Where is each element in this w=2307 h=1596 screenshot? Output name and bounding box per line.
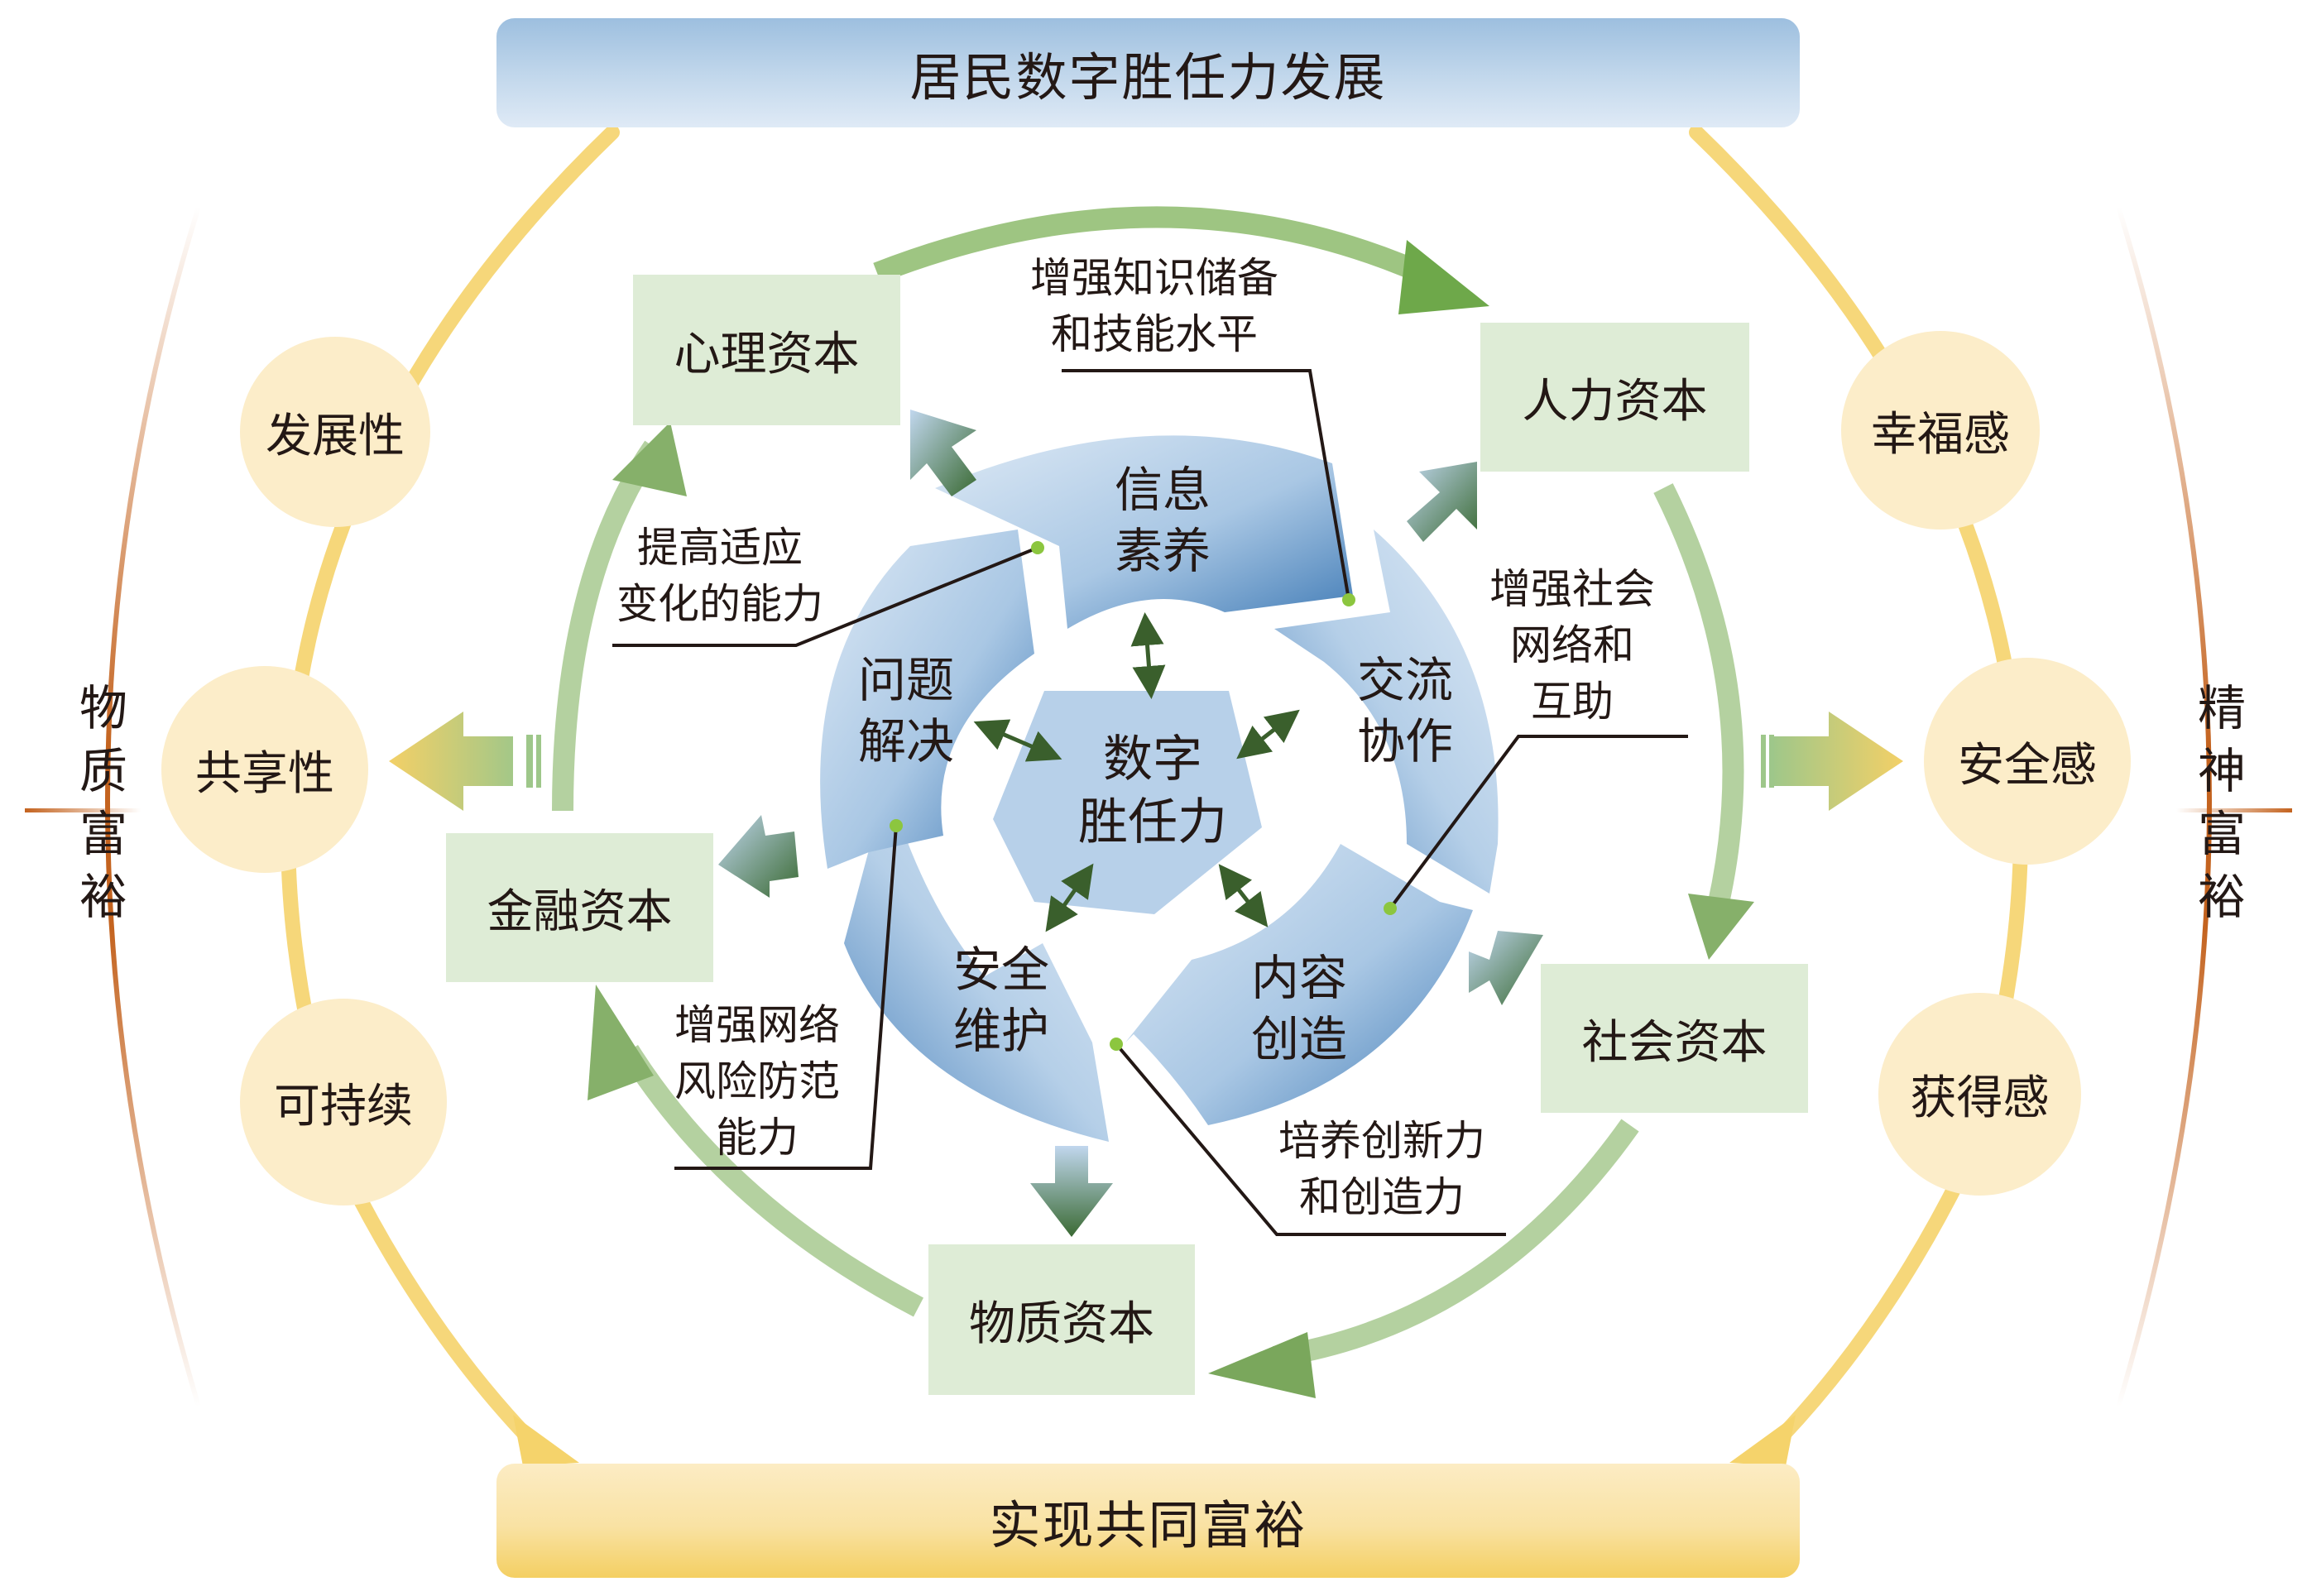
- segment-label-comm: 交流协作: [1356, 652, 1453, 769]
- leader-social-net: [1389, 735, 1688, 910]
- arrow-to-spiritual: [1761, 712, 1903, 811]
- arrow-to-human: [1407, 462, 1477, 542]
- attribute-gain: 获得感: [1878, 993, 2081, 1196]
- attribute-security: 安全感: [1924, 658, 2131, 865]
- leader-dot-risk: [890, 819, 903, 832]
- segment-label-content: 内容创造: [1250, 950, 1347, 1067]
- segment-security: [844, 819, 1109, 1142]
- attribute-happiness: 幸福感: [1841, 331, 2040, 530]
- capital-financial: 金融资本: [446, 833, 713, 982]
- cycle-arrowhead-financial: [588, 985, 654, 1100]
- link-core-security: [1045, 863, 1094, 932]
- left-yellow-arrowhead: [513, 1415, 579, 1466]
- spiritual-wealth-tick: [2176, 808, 2292, 812]
- leader-dot-innovation: [1110, 1038, 1123, 1051]
- attribute-sustainable: 可持续: [240, 999, 447, 1205]
- arrow-to-social: [1469, 931, 1543, 1005]
- link-core-comm: [1236, 709, 1300, 760]
- segment-label-info: 信息素养: [1114, 462, 1211, 579]
- arrow-to-financial: [718, 815, 799, 898]
- capital-social: 社会资本: [1541, 964, 1808, 1113]
- leader-adapt: [612, 546, 1038, 647]
- cycle-arrow-physical-to-financial: [620, 1045, 924, 1317]
- core-wheel: [820, 435, 1499, 1142]
- spiritual-wealth-arc: [2116, 206, 2212, 1407]
- arrow-to-psych: [910, 410, 976, 496]
- annotation-knowledge: 增强知识储备和技能水平: [1030, 254, 1278, 358]
- annotation-social-net: 增强社会网络和互助: [1489, 565, 1655, 726]
- material-wealth-tick: [25, 808, 141, 812]
- attribute-sharing: 共享性: [161, 666, 368, 873]
- cycle-arrow-psych-to-human: [873, 206, 1445, 291]
- link-core-info: [1130, 612, 1166, 699]
- leader-dot-adapt: [1031, 541, 1044, 554]
- segment-content-creation: [1125, 844, 1473, 1125]
- cycle-arrow-human-to-social: [1653, 483, 1744, 930]
- annotation-innovation: 培养创新力和创造力: [1278, 1117, 1485, 1221]
- cycle-arrowhead-social: [1688, 894, 1754, 960]
- link-core-problem: [973, 719, 1062, 762]
- link-core-content: [1218, 864, 1269, 927]
- leader-dot-social-net: [1384, 902, 1397, 915]
- attribute-development: 发展性: [240, 337, 430, 527]
- annotation-risk: 增强网络风险防范能力: [674, 1001, 840, 1162]
- material-wealth-arc: [105, 206, 201, 1407]
- left-yellow-arc: [281, 125, 620, 1464]
- core-label: 数字胜任力: [1078, 731, 1227, 851]
- cycle-arrow-social-to-physical: [1273, 1119, 1639, 1368]
- annotation-adapt: 提高适应变化的能力: [616, 524, 823, 628]
- material-wealth-label: 物 质 富 裕: [79, 680, 127, 925]
- arrow-to-material: [389, 712, 541, 811]
- segment-label-security: 安全维护: [952, 942, 1049, 1059]
- capital-psych: 心理资本: [633, 275, 900, 425]
- cycle-arrowhead-psych: [612, 422, 687, 496]
- cycle-arrowhead-human: [1398, 240, 1489, 314]
- leader-dot-knowledge: [1342, 593, 1355, 606]
- capital-human: 人力资本: [1480, 323, 1749, 472]
- cycle-arrow-financial-to-psych: [552, 440, 663, 812]
- leader-risk: [674, 825, 898, 1170]
- segment-label-problem: 问题解决: [857, 652, 954, 769]
- title-banner: 居民数字胜任力发展: [496, 18, 1800, 127]
- spiritual-wealth-label: 精 神 富 裕: [2197, 680, 2246, 925]
- leader-innovation: [1115, 1042, 1506, 1236]
- leader-knowledge: [1062, 369, 1350, 601]
- arrow-to-physical: [1030, 1146, 1113, 1237]
- capital-physical: 物质资本: [928, 1244, 1195, 1395]
- right-yellow-arrowhead: [1729, 1415, 1796, 1466]
- goal-banner: 实现共同富裕: [496, 1464, 1800, 1578]
- segment-communication: [1274, 530, 1499, 894]
- cycle-arrowhead-physical: [1208, 1332, 1316, 1398]
- segment-info-literacy: [935, 435, 1353, 629]
